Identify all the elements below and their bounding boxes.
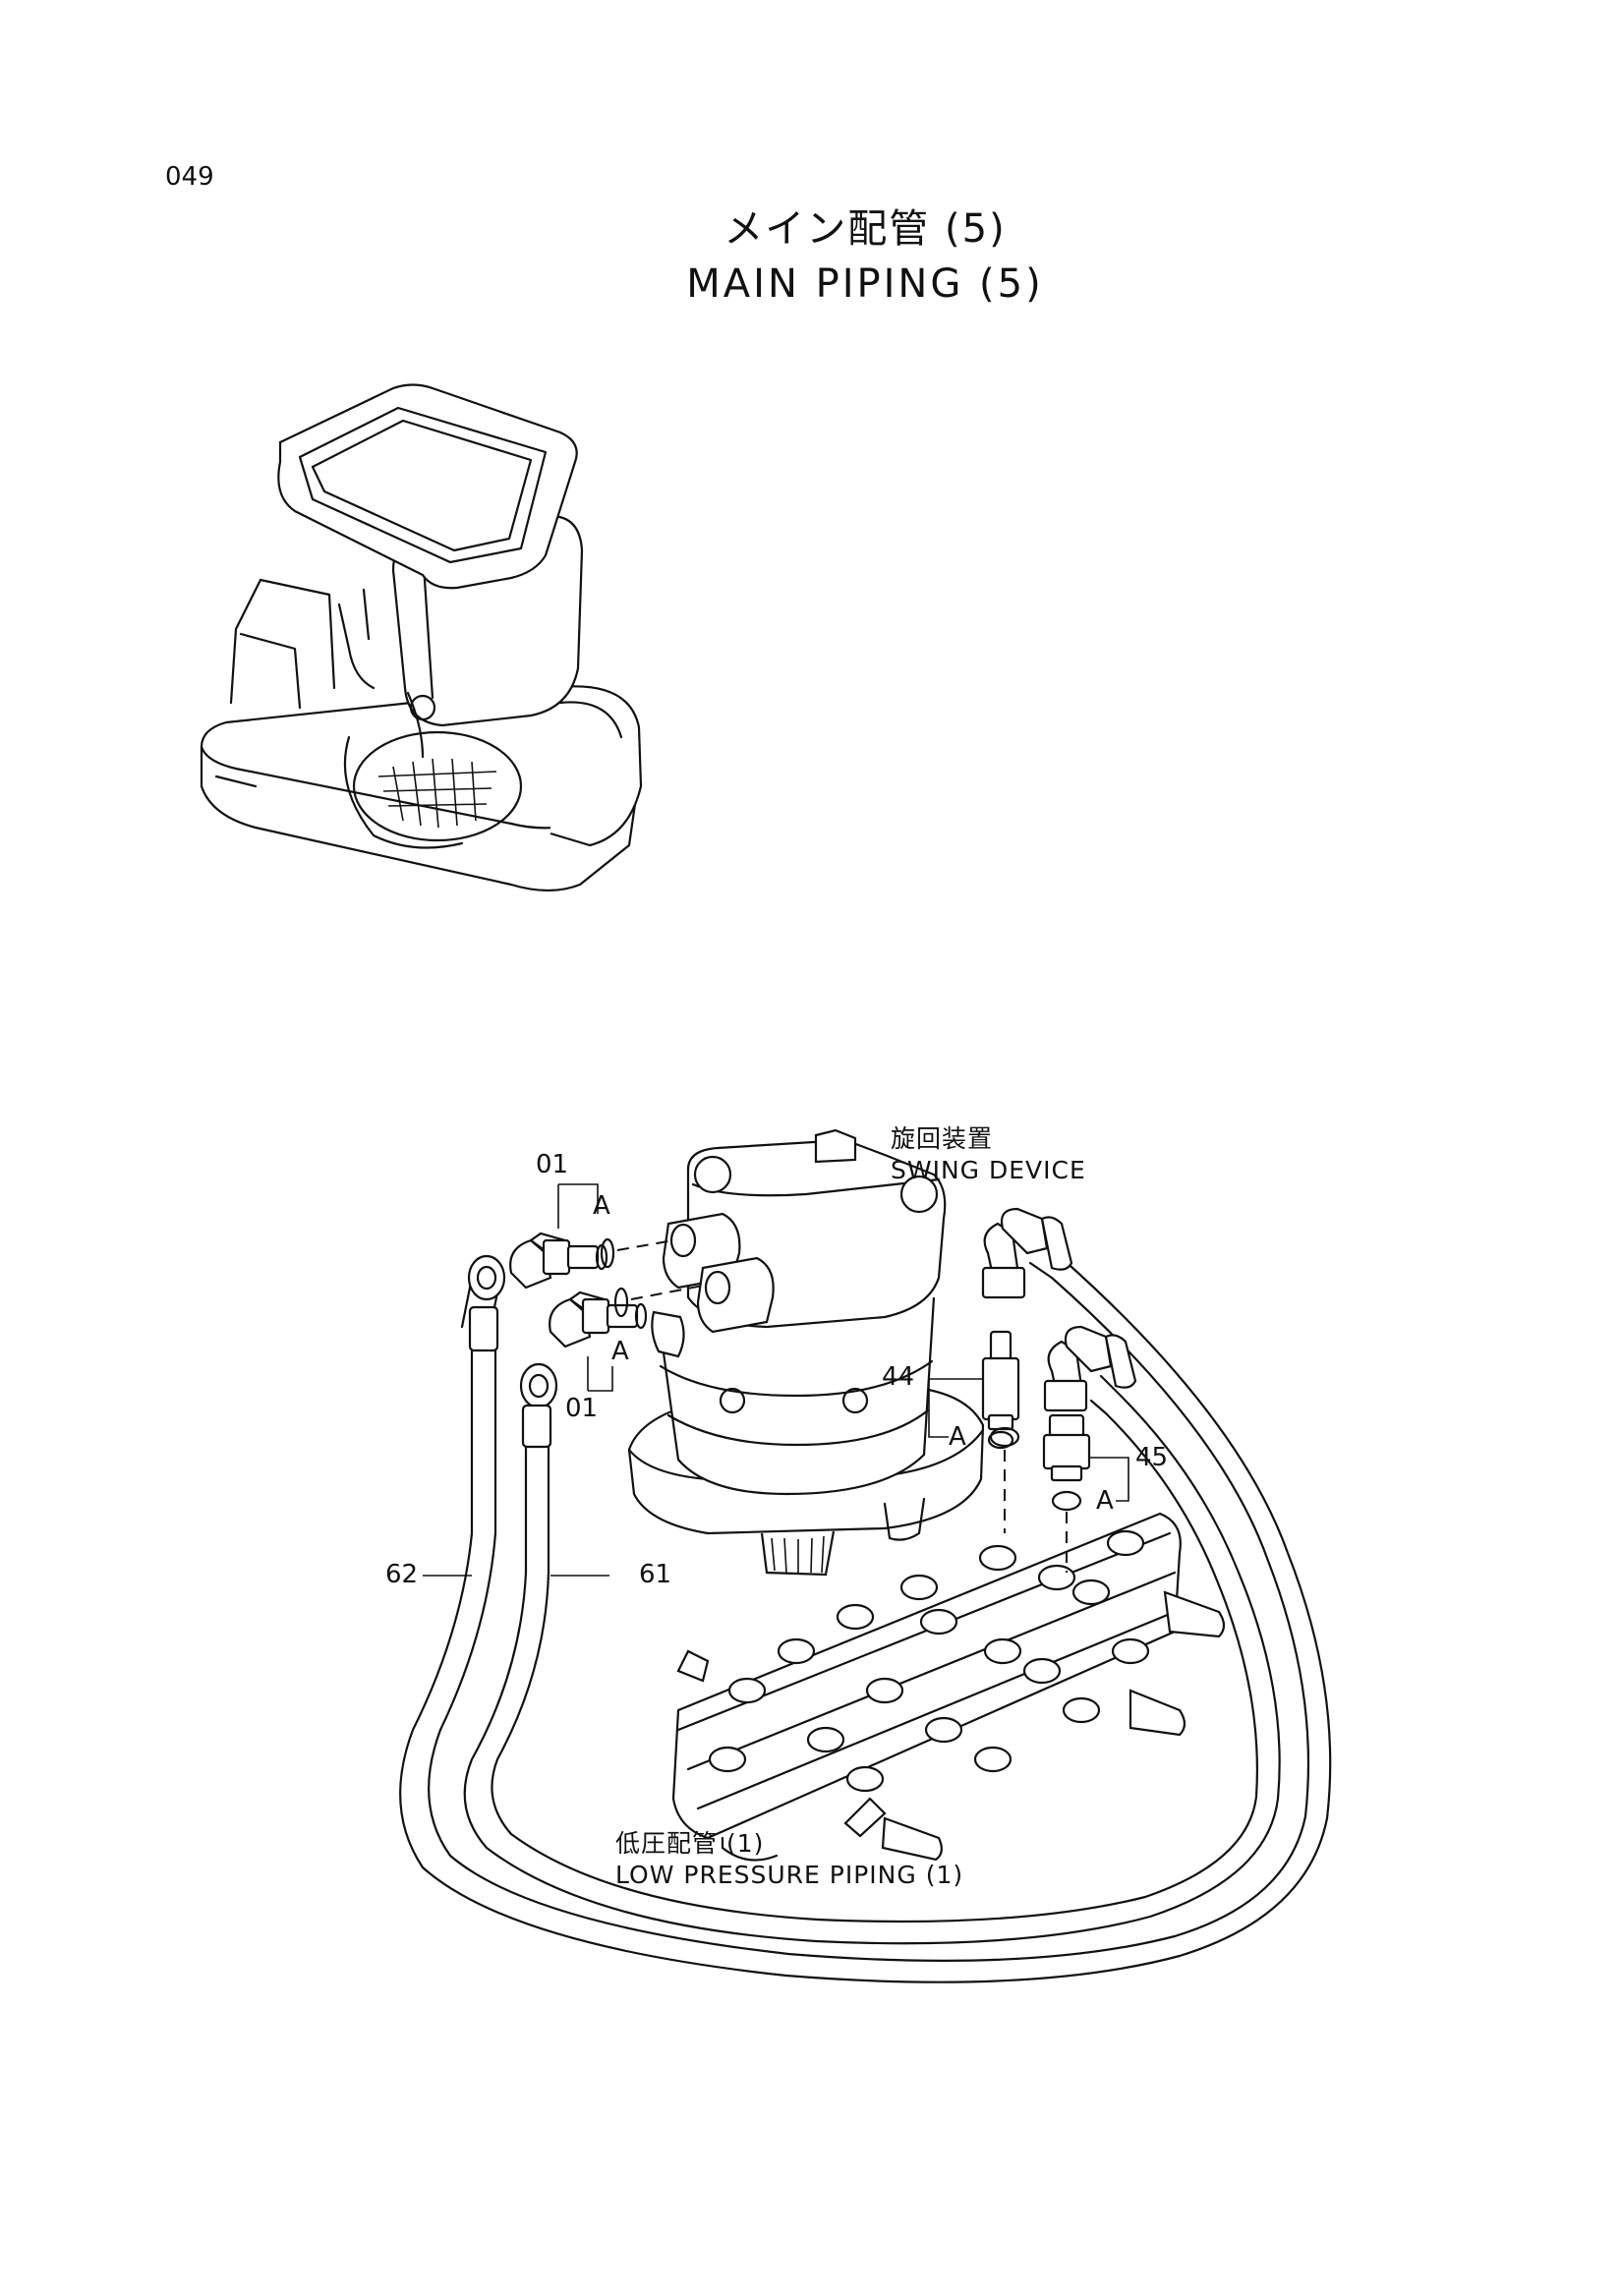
adapter-44 (981, 1330, 1020, 1450)
part-number-44: 44 (882, 1362, 915, 1392)
swing-device-label-en: SWING DEVICE (891, 1156, 1086, 1184)
ref-a-44: A (949, 1422, 966, 1452)
o-ring-a-lower (613, 1287, 629, 1318)
part-number-01-bottom: 01 (565, 1394, 599, 1423)
hose-end-fitting-upper-right (981, 1207, 1073, 1299)
part-number-61: 61 (639, 1560, 672, 1589)
swing-device-label: 旋回装置 SWING DEVICE (891, 1123, 1086, 1186)
title-english: MAIN PIPING (5) (686, 261, 1044, 307)
hose-end-fitting-lower-right (1043, 1325, 1137, 1412)
o-ring-a-upper (600, 1237, 615, 1269)
low-pressure-piping-label-jp: 低圧配管 (1) (615, 1829, 765, 1858)
hose-62 (399, 1236, 1332, 1983)
part-number-01-top: 01 (536, 1150, 569, 1179)
part-number-45: 45 (1135, 1443, 1169, 1472)
machine-overview-illustration (200, 383, 643, 892)
o-ring-a-44 (989, 1426, 1020, 1448)
control-valve-illustration (671, 1512, 1226, 1862)
swing-device-label-jp: 旋回装置 (891, 1124, 994, 1153)
page-number: 049 (165, 162, 214, 192)
ref-a-45: A (1096, 1486, 1114, 1516)
ref-a-upper: A (593, 1191, 610, 1221)
ref-a-lower: A (611, 1337, 629, 1366)
swing-device-illustration (627, 1128, 985, 1577)
low-pressure-piping-label: 低圧配管 (1) LOW PRESSURE PIPING (1) (615, 1828, 963, 1891)
elbow-fitting-01-upper (509, 1232, 608, 1290)
o-ring-a-45 (1051, 1490, 1082, 1512)
part-number-62: 62 (385, 1560, 419, 1589)
hose-61 (463, 1362, 1281, 1945)
title-block: メイン配管 (5) MAIN PIPING (5) (550, 197, 1180, 307)
adapter-45 (1042, 1413, 1091, 1482)
low-pressure-piping-label-en: LOW PRESSURE PIPING (1) (615, 1861, 964, 1889)
title-japanese: メイン配管 (5) (723, 206, 1007, 252)
elbow-fitting-01-lower (549, 1291, 648, 1349)
